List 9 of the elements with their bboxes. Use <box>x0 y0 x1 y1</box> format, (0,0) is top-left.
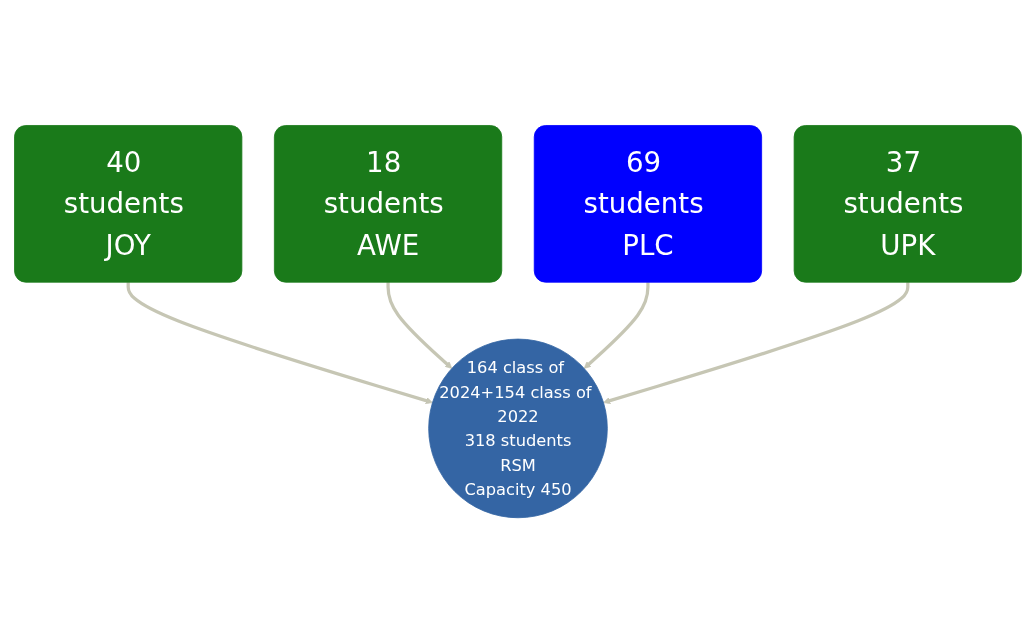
arrow <box>126 282 433 405</box>
node-box: 69 students PLC <box>533 125 763 283</box>
node-box: 37 students UPK <box>793 125 1022 283</box>
arrow <box>386 282 453 370</box>
arrow <box>583 282 650 370</box>
node-box: 40 students JOY <box>14 125 243 283</box>
node-box: 18 students AWE <box>273 125 503 283</box>
arrow <box>603 282 910 405</box>
node-circle: 164 class of 2024+154 class of 2022 318 students RSM Capacity 450 <box>428 339 608 519</box>
